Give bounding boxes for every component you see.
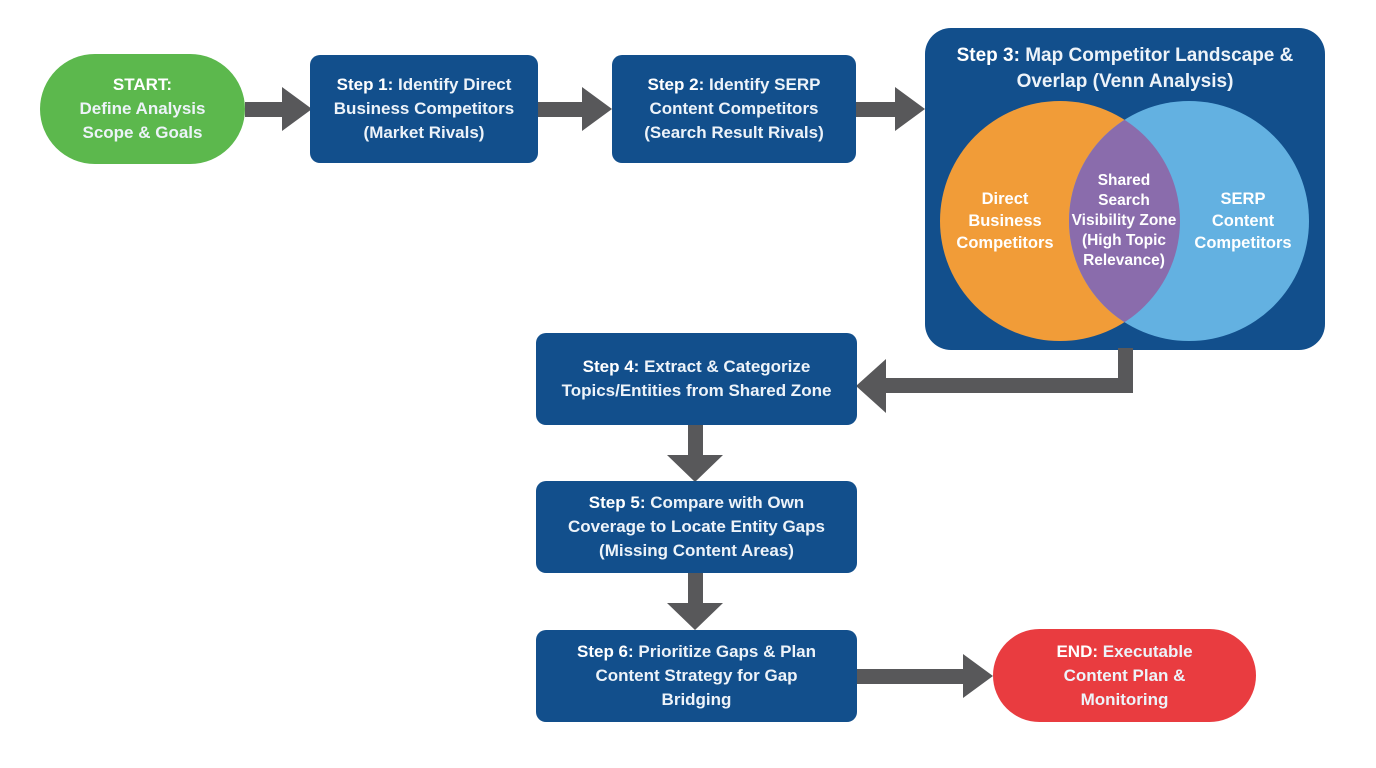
start-label: START: Define Analysis Scope & Goals: [80, 73, 206, 145]
step3-title: Step 3: Map Competitor Landscape & Overl…: [925, 43, 1325, 95]
arrow-step1-step2-body: [538, 102, 584, 117]
step2-prefix: Step 2:: [647, 75, 705, 94]
venn-overlap-region: [1069, 101, 1180, 341]
step4-text: Extract & Categorize Topics/Entities fro…: [561, 357, 832, 400]
venn-overlap-label: Shared Search Visibility Zone (High Topi…: [1071, 172, 1177, 269]
arrow-step2-step3-body: [856, 102, 897, 117]
end-prefix: END:: [1056, 641, 1099, 661]
step1-label: Step 1: Identify Direct Business Competi…: [334, 73, 514, 145]
step6-text: Prioritize Gaps & Plan Content Strategy …: [595, 642, 817, 709]
arrow-step6-end-body: [857, 669, 965, 684]
step3-prefix: Step 3:: [956, 45, 1020, 66]
arrow-step4-step5-body: [688, 425, 703, 457]
arrow-step5-step6-body: [688, 573, 703, 605]
step1-prefix: Step 1:: [336, 75, 394, 94]
arrow-step3-step4-head: [856, 359, 886, 413]
start-node: START: Define Analysis Scope & Goals: [40, 54, 245, 164]
step5-label: Step 5: Compare with Own Coverage to Loc…: [568, 491, 825, 563]
arrow-step5-step6-head: [667, 603, 723, 630]
step5-text: Compare with Own Coverage to Locate Enti…: [568, 493, 825, 560]
start-text: Define Analysis Scope & Goals: [79, 99, 206, 142]
step1-node: Step 1: Identify Direct Business Competi…: [310, 55, 538, 163]
arrow-start-step1-head: [282, 87, 312, 131]
step3-node: Step 3: Map Competitor Landscape & Overl…: [925, 28, 1325, 350]
arrow-step4-step5-head: [667, 455, 723, 482]
step6-node: Step 6: Prioritize Gaps & Plan Content S…: [536, 630, 857, 722]
end-node: END: Executable Content Plan & Monitorin…: [993, 629, 1256, 722]
start-prefix: START:: [112, 75, 173, 94]
step4-prefix: Step 4:: [582, 357, 640, 376]
step3-text: Map Competitor Landscape & Overlap (Venn…: [1016, 45, 1294, 92]
arrow-step1-step2-head: [582, 87, 612, 131]
venn-diagram: [940, 101, 1309, 341]
end-text: Executable Content Plan & Monitoring: [1063, 641, 1193, 709]
step6-label: Step 6: Prioritize Gaps & Plan Content S…: [577, 640, 816, 712]
step5-node: Step 5: Compare with Own Coverage to Loc…: [536, 481, 857, 573]
step2-node: Step 2: Identify SERP Content Competitor…: [612, 55, 856, 163]
step6-prefix: Step 6:: [576, 642, 634, 661]
arrow-step6-end-head: [963, 654, 993, 698]
arrow-step2-step3-head: [895, 87, 925, 131]
end-label: END: Executable Content Plan & Monitorin…: [1056, 640, 1192, 712]
arrow-step3-step4-body: [884, 378, 1133, 393]
step5-prefix: Step 5:: [588, 493, 646, 512]
step4-label: Step 4: Extract & Categorize Topics/Enti…: [562, 355, 832, 403]
step4-node: Step 4: Extract & Categorize Topics/Enti…: [536, 333, 857, 425]
step2-text: Identify SERP Content Competitors (Searc…: [644, 75, 824, 142]
step1-text: Identify Direct Business Competitors (Ma…: [333, 75, 515, 142]
step2-label: Step 2: Identify SERP Content Competitor…: [644, 73, 824, 145]
venn-right-label: SERP Content Competitors: [1194, 190, 1292, 252]
arrow-start-step1-body: [245, 102, 285, 117]
venn-left-label: Direct Business Competitors: [956, 190, 1054, 252]
